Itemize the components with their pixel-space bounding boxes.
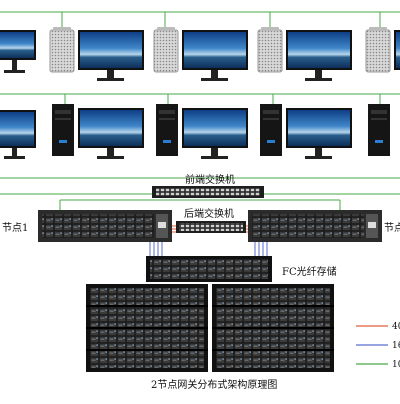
legend: 40 16 10 bbox=[356, 322, 400, 370]
storage-enclosure-left bbox=[86, 284, 208, 372]
monitor-icon bbox=[182, 30, 248, 81]
storage-enclosure-right bbox=[212, 284, 334, 372]
monitor-icon bbox=[78, 108, 144, 159]
workstation-row-tower-pc bbox=[0, 104, 390, 159]
legend-text: 10 bbox=[392, 360, 400, 370]
server-node-2 bbox=[248, 210, 382, 242]
legend-item: 16 bbox=[356, 341, 400, 351]
monitor-icon bbox=[0, 30, 36, 73]
legend-item: 40 bbox=[356, 322, 400, 332]
monitor-icon bbox=[394, 30, 400, 70]
fc-storage-controller bbox=[146, 256, 272, 282]
tower-pc-icon bbox=[52, 104, 74, 156]
legend-text: 40 bbox=[392, 322, 400, 332]
fc-storage-label: FC光纤存储 bbox=[282, 265, 337, 278]
mac-pro-tower-icon bbox=[257, 27, 283, 73]
mac-pro-tower-icon bbox=[153, 27, 179, 73]
mac-pro-tower-icon bbox=[365, 27, 391, 73]
monitor-icon bbox=[286, 108, 352, 159]
node1-label: 节点1 bbox=[2, 222, 28, 234]
monitor-icon bbox=[182, 108, 248, 159]
tower-pc-icon bbox=[260, 104, 282, 156]
back-switch bbox=[176, 221, 246, 233]
monitor-icon bbox=[0, 110, 36, 159]
back-switch-label: 后端交换机 bbox=[184, 207, 234, 220]
tower-pc-icon bbox=[368, 104, 390, 156]
legend-item: 10 bbox=[356, 360, 400, 370]
mac-pro-tower-icon bbox=[49, 27, 75, 73]
legend-text: 16 bbox=[392, 341, 400, 351]
diagram-title: 2节点网关分布式架构原理图 bbox=[151, 378, 277, 391]
monitor-icon bbox=[286, 30, 352, 81]
node2-label: 节点2 bbox=[384, 222, 400, 234]
server-node-1 bbox=[38, 210, 172, 242]
monitor-icon bbox=[78, 30, 144, 81]
front-switch-label: 前端交换机 bbox=[185, 173, 235, 186]
front-switch bbox=[152, 186, 264, 198]
workstation-row-mac-pro bbox=[0, 27, 400, 81]
tower-pc-icon bbox=[156, 104, 178, 156]
